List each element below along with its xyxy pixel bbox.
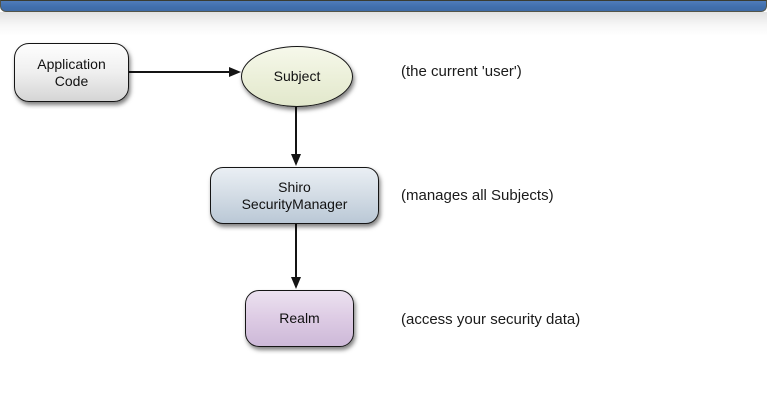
annotation-current-user: (the current 'user') xyxy=(401,63,522,80)
node-subject-label: Subject xyxy=(273,68,321,84)
annotation-access-security-data: (access your security data) xyxy=(401,311,581,328)
node-application-code-label: Application Code xyxy=(37,55,106,89)
window-top-bar xyxy=(0,0,767,12)
annotation-manages-subjects: (manages all Subjects) xyxy=(401,187,554,204)
node-security-manager: Shiro SecurityManager xyxy=(210,167,379,224)
node-realm: Realm xyxy=(245,290,354,347)
node-subject: Subject xyxy=(241,46,353,107)
window-edge-gradient xyxy=(0,12,767,36)
node-realm-label: Realm xyxy=(279,310,320,326)
node-security-manager-label: Shiro SecurityManager xyxy=(241,178,348,212)
node-application-code: Application Code xyxy=(14,43,129,102)
